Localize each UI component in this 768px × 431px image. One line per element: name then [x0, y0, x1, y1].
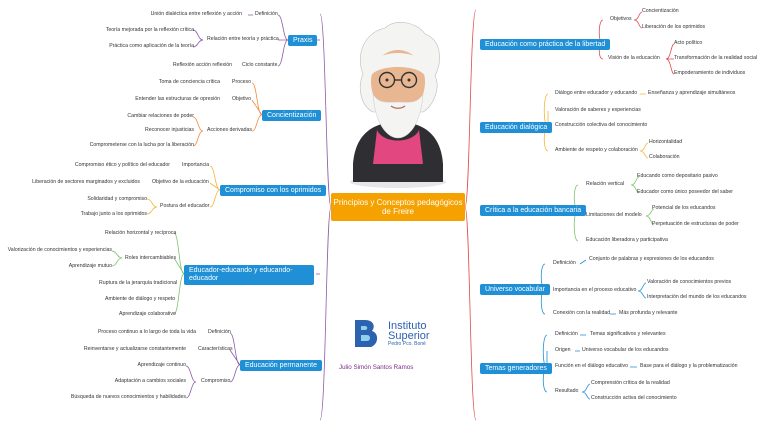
- libertad-leaf: Empoderamiento de individuos: [674, 70, 746, 76]
- vocabular-branch: Importancia en el proceso educativo: [553, 287, 637, 293]
- educador-leaf: Aprendizaje mutuo: [68, 263, 112, 269]
- educador-leaf: Relación horizontal y recíproca: [105, 230, 177, 236]
- bancaria-branch: Educación liberadora y participativa: [586, 237, 668, 243]
- compromiso-leaf: Solidaridad y compromiso: [87, 196, 147, 202]
- vocabular-leaf: Más profunda y relevante: [619, 310, 678, 316]
- central-topic[interactable]: Principios y Conceptos pedagógicos de Fr…: [331, 193, 465, 221]
- vocabular-branch: Conexión con la realidad: [553, 310, 611, 316]
- compromiso-leaf: Liberación de sectores marginados y excl…: [32, 179, 140, 185]
- concient-leaf: Cambiar relaciones de poder: [127, 113, 194, 119]
- permanente-leaf: Búsqueda de nuevos conocimientos y habil…: [70, 394, 186, 400]
- permanente-leaf: Adaptación a cambios sociales: [114, 378, 186, 384]
- bancaria-leaf: Potencial de los educandos: [652, 205, 716, 211]
- dialogica-branch: Construcción colectiva del conocimiento: [555, 122, 648, 128]
- compromiso-branch: Importancia: [182, 162, 210, 168]
- node-compromiso[interactable]: Compromiso con los oprimidos: [220, 185, 327, 196]
- bancaria-leaf: Educando como depositario pasivo: [637, 173, 718, 179]
- concient-branch: Objetivo: [232, 96, 252, 102]
- generadores-leaf: Base para el diálogo y la problematizaci…: [640, 363, 738, 369]
- praxis-branch: Definición: [255, 11, 278, 17]
- permanente-branch: Definición: [208, 329, 231, 335]
- node-educacion-permanente[interactable]: Educación permanente: [240, 360, 322, 371]
- libertad-leaf: Concientización: [642, 8, 679, 14]
- educador-branch: Roles intercambiables: [125, 255, 177, 261]
- vocabular-leaf: Conjunto de palabras y expresiones de lo…: [589, 256, 714, 262]
- vocabular-leaf: Valoración de conocimientos previos: [647, 279, 732, 285]
- node-universo-vocabular[interactable]: Universo vocabular: [480, 284, 550, 295]
- bancaria-branch: Relación vertical: [586, 181, 625, 187]
- libertad-leaf: Transformación de la realidad social: [674, 55, 758, 61]
- educador-leaf: Valorización de conocimientos y experien…: [7, 247, 112, 253]
- generadores-leaf: Universo vocabular de los educandos: [582, 347, 669, 353]
- compromiso-branch: Objetivo de la educación: [152, 179, 209, 185]
- concient-leaf: Toma de conciencia crítica: [158, 79, 220, 85]
- dialogica-leaf: Colaboración: [649, 154, 680, 160]
- generadores-leaf: Comprensión crítica de la realidad: [591, 380, 670, 386]
- libertad-branch: Objetivos: [610, 16, 632, 22]
- bancaria-leaf: Educador como único poseedor del saber: [637, 189, 734, 195]
- praxis-leaf: Reflexión acción reflexión: [172, 62, 232, 68]
- libertad-leaf: Acto político: [674, 40, 703, 46]
- concient-leaf: Comprometerse con la lucha por la libera…: [89, 142, 194, 148]
- node-concientizacion[interactable]: Concientización: [262, 110, 322, 121]
- node-dialogica[interactable]: Educación dialógica: [480, 122, 553, 133]
- praxis-leaf: Práctica como aplicación de la teoría: [109, 43, 194, 49]
- generadores-branch: Función en el diálogo educativo: [555, 363, 628, 369]
- compromiso-branch: Postura del educador: [160, 203, 210, 209]
- freire-portrait: [350, 22, 446, 188]
- permanente-leaf: Aprendizaje continuo: [137, 362, 186, 368]
- generadores-branch: Resultado: [555, 388, 579, 394]
- vocabular-leaf: Interpretación del mundo de los educando…: [647, 294, 747, 300]
- libertad-branch: Visión de la educación: [608, 55, 660, 61]
- permanente-branch: Características: [198, 346, 233, 352]
- concient-branch: Acciones derivadas: [207, 127, 252, 133]
- praxis-leaf: Teoría mejorada por la reflexión crítica: [105, 27, 194, 33]
- dialogica-leaf: Enseñanza y aprendizaje simultáneos: [648, 90, 736, 96]
- institute-logo-icon: [355, 320, 378, 347]
- compromiso-leaf: Trabajo junto a los oprimidos: [80, 211, 147, 217]
- concient-leaf: Reconocer injusticias: [144, 127, 194, 133]
- concient-branch: Proceso: [232, 79, 252, 85]
- educador-leaf: Ambiente de diálogo y respeto: [105, 296, 176, 302]
- node-temas-generadores[interactable]: Temas generadores: [480, 363, 552, 374]
- praxis-leaf: Unión dialéctica entre reflexión y acció…: [150, 11, 242, 17]
- bancaria-leaf: Perpetuación de estructuras de poder: [652, 221, 739, 227]
- node-praxis[interactable]: Praxis: [288, 35, 318, 46]
- praxis-branch: Ciclo constante: [242, 62, 278, 68]
- permanente-branch: Compromiso: [201, 378, 231, 384]
- dialogica-branch: Diálogo entre educador y educando: [555, 90, 638, 96]
- dialogica-branch: Valoración de saberes y experiencias: [555, 107, 641, 113]
- logo-subtitle: Pedro Pco. Boné: [388, 341, 426, 347]
- node-libertad[interactable]: Educación como práctica de la libertad: [480, 39, 611, 50]
- educador-leaf: Aprendizaje colaborativo: [119, 311, 176, 317]
- praxis-branch: Relación entre teoría y práctica: [207, 36, 279, 42]
- generadores-leaf: Construcción activa del conocimiento: [591, 395, 677, 401]
- dialogica-leaf: Horizontalidad: [649, 139, 683, 145]
- logo-text: Instituto Superior: [388, 320, 430, 342]
- generadores-leaf: Temas significativos y relevantes: [590, 331, 666, 337]
- educador-leaf: Ruptura de la jerarquía tradicional: [99, 280, 178, 286]
- generadores-branch: Origen: [555, 347, 571, 353]
- author-name: Julio Simón Santos Ramos: [339, 364, 414, 371]
- vocabular-branch: Definición: [553, 260, 576, 266]
- node-bancaria[interactable]: Crítica a la educación bancaria: [480, 205, 587, 216]
- concient-leaf: Entender las estructuras de opresión: [135, 96, 220, 102]
- permanente-leaf: Proceso continuo a lo largo de toda la v…: [97, 329, 196, 335]
- node-educador-educando[interactable]: Educador-educando y educando-educador: [184, 265, 314, 285]
- permanente-leaf: Reinventarse y actualizarse constantemen…: [83, 346, 186, 352]
- bancaria-branch: Limitaciones del modelo: [586, 212, 642, 218]
- compromiso-leaf: Compromiso ético y político del educador: [74, 162, 170, 168]
- dialogica-branch: Ambiente de respeto y colaboración: [555, 147, 638, 153]
- generadores-branch: Definición: [555, 331, 578, 337]
- libertad-leaf: Liberación de los oprimidos: [642, 24, 706, 30]
